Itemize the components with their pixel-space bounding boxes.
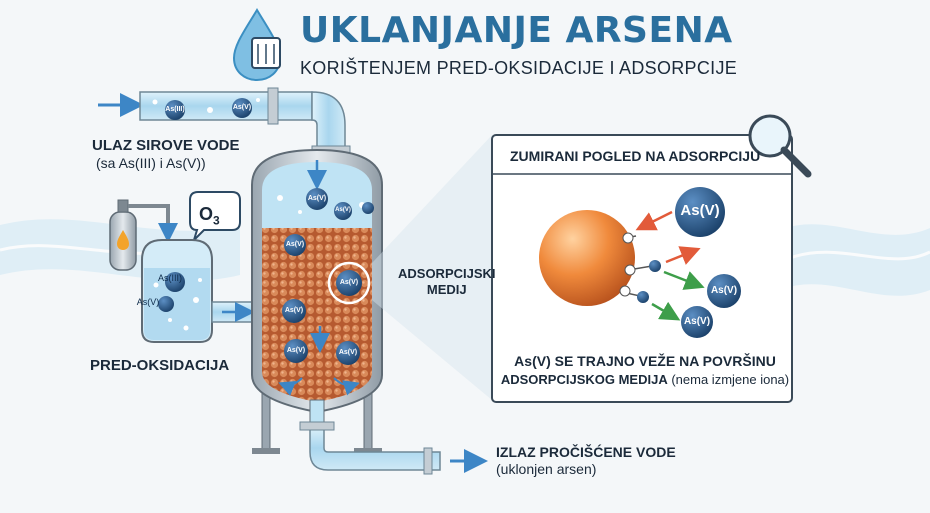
ion-label-preox-as3: As(III) — [158, 273, 182, 283]
ion-label-zoom-small: As(V) — [683, 316, 711, 327]
zoom-panel-title: ZUMIRANI POGLED NA ADSORPCIJU — [510, 148, 761, 164]
adsorbent-particle — [539, 210, 661, 306]
page-subtitle: KORIŠTENJEM PRED-OKSIDACIJE I ADSORPCIJE — [300, 58, 738, 78]
outlet-pipe — [299, 421, 441, 475]
ion-label-vessel-3: As(V) — [285, 241, 305, 248]
outlet-subtitle: (uklonjen arsen) — [496, 461, 597, 477]
ion-label-vessel-1: As(V) — [307, 195, 327, 202]
ion-label-inlet-as3: As(III) — [165, 106, 185, 113]
ozone-label: O3 — [199, 204, 220, 228]
ion-label-vessel-2: As(V) — [335, 207, 351, 213]
ion-as5-small — [681, 306, 713, 338]
ion-label-inlet-as5: As(V) — [232, 104, 252, 111]
ion-label-vessel-7: As(V) — [338, 349, 358, 356]
zoom-arrows — [635, 210, 705, 321]
ion-label-vessel-6: As(V) — [286, 347, 306, 354]
ozone-bubble — [189, 191, 241, 241]
inlet-subtitle: (sa As(III) i As(V)) — [96, 155, 206, 171]
vessel-flow-arrows — [278, 160, 360, 396]
ion-as5-large — [675, 187, 725, 237]
ion-label-zoom-large: As(V) — [680, 202, 720, 219]
ion-as5-medium — [707, 274, 741, 308]
vessel-ions — [158, 98, 374, 365]
gas-cylinder — [109, 199, 178, 271]
zoom-desc-line2: ADSORPCIJSKOG MEDIJA (nema izmjene iona) — [500, 372, 790, 387]
ion-label-vessel-5: As(V) — [284, 307, 304, 314]
water-drop-filter-icon — [232, 8, 282, 82]
page-title: UKLANJANJE ARSENA — [300, 10, 733, 51]
ion-label-preox-as5: As(V) — [136, 297, 160, 307]
zoom-connector — [372, 135, 492, 400]
magnifier-icon — [748, 114, 812, 178]
preoxidation-label: PRED-OKSIDACIJA — [90, 357, 230, 374]
zoom-desc-line1: As(V) SE TRAJNO VEŽE NA POVRŠINU — [514, 353, 776, 369]
ion-label-zoom-medium: As(V) — [710, 285, 738, 296]
outlet-title: IZLAZ PROČIŠĆENE VODE — [496, 444, 676, 460]
inlet-title: ULAZ SIROVE VODE — [92, 137, 240, 154]
zoom-focus-ring — [327, 261, 371, 305]
ion-label-vessel-4: As(V) — [339, 279, 359, 286]
